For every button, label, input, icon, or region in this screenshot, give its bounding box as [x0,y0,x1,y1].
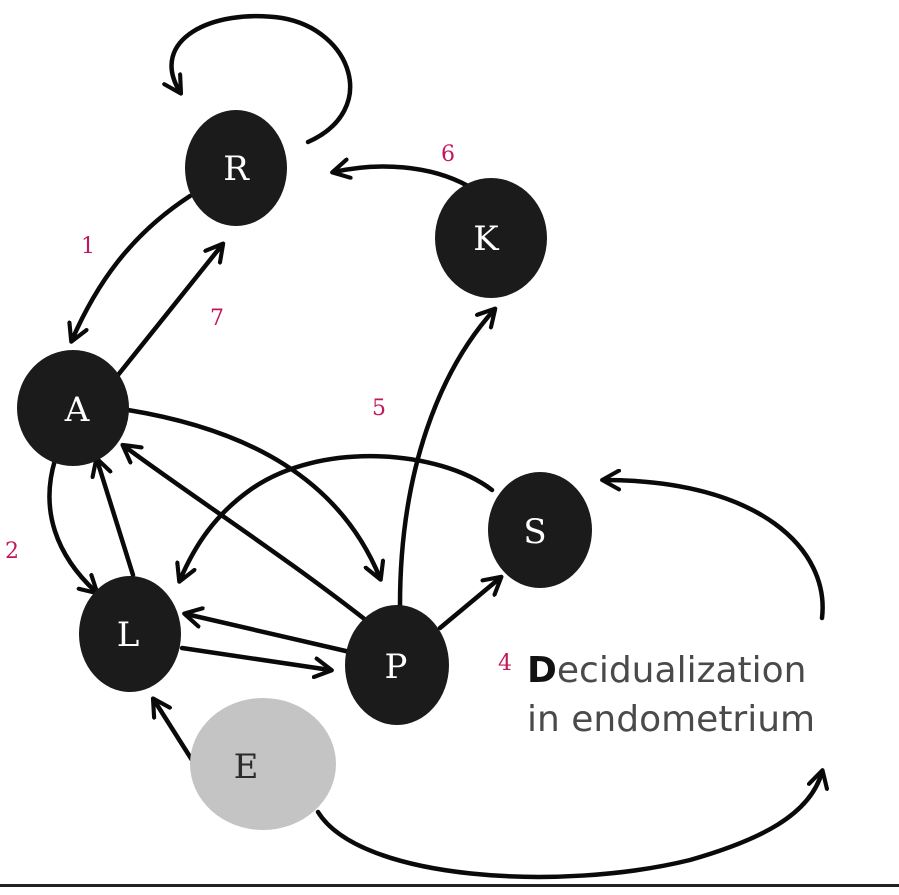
edge-p-to-k [397,310,494,608]
edge-number-6: 6 [441,142,455,167]
edge-p-to-a [124,446,375,628]
edge-number-5: 5 [372,396,386,421]
node-e: E [190,698,336,830]
edge-s-to-l [180,453,495,580]
edge-p-to-l [186,614,353,655]
edge-l-to-a [97,460,136,578]
edge-r-to-a [72,193,193,340]
node-a: A [17,350,129,466]
bottom-divider [0,884,899,887]
edge-number-7: 7 [210,306,224,331]
edge-a-to-p [125,407,380,578]
decidualization-caption-line2: in endometrium [527,699,815,740]
edge-r-self-loop [172,13,353,145]
svg-text:P: P [385,647,408,687]
decidualization-caption-line1: Decidualization [527,650,806,691]
edge-a-to-l [47,457,96,592]
svg-text:E: E [234,747,259,787]
edge-k-to-r [334,166,471,189]
edge-number-4: 4 [498,651,512,676]
node-k: K [435,178,547,298]
caption-line1-rest: ecidualization [557,650,807,691]
edge-e-to-l [154,700,195,763]
edge-number-1: 1 [81,234,95,259]
node-r: R [185,110,287,226]
edge-a-to-r [115,245,222,378]
svg-text:K: K [473,219,499,259]
node-s: S [488,472,592,588]
edge-decidualization-to-s [604,480,825,621]
caption-initial: D [527,650,557,691]
edge-l-to-p [179,645,330,670]
svg-text:A: A [64,390,90,430]
edge-p-to-s [437,578,500,631]
svg-text:R: R [223,149,250,189]
edge-e-to-decidualization [315,772,822,880]
node-p: P [345,605,449,725]
node-l: L [79,576,181,692]
svg-text:S: S [523,512,546,552]
edge-number-2: 2 [5,539,19,564]
svg-text:L: L [117,615,140,655]
